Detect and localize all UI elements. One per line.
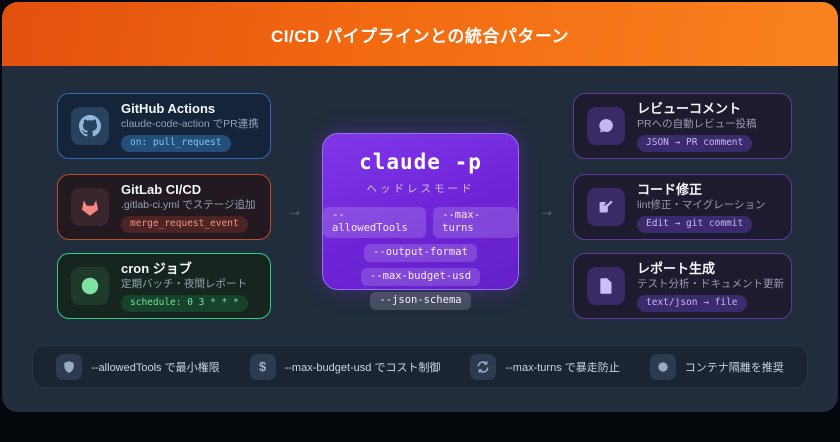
card-cron-job: cron ジョブ 定期バッチ・夜間レポート schedule: 0 3 * * … bbox=[57, 253, 271, 319]
card-github-actions: GitHub Actions claude-code-action でPR連携 … bbox=[57, 93, 271, 159]
card-badge: Edit → git commit bbox=[637, 215, 753, 233]
card-claude-headless: claude -p ヘッドレスモード --allowedTools --max-… bbox=[322, 133, 519, 310]
sync-icon bbox=[470, 353, 497, 380]
tip-text: --max-turns で暴走防止 bbox=[505, 361, 620, 374]
dollar-icon: $ bbox=[249, 353, 276, 380]
header-banner: CI/CD パイプラインとの統合パターン bbox=[2, 2, 838, 66]
flag-pill: --max-budget-usd bbox=[360, 268, 481, 286]
card-badge: schedule: 0 3 * * * bbox=[121, 294, 248, 312]
github-icon bbox=[71, 107, 109, 145]
tip-text: --max-budget-usd でコスト制御 bbox=[284, 361, 441, 374]
flag-list: --allowedTools --max-turns --output-form… bbox=[323, 207, 518, 310]
tip-container: コンテナ隔離を推奨 bbox=[649, 353, 784, 380]
card-title: GitLab CI/CD bbox=[121, 181, 202, 197]
card-subtitle: claude-code-action でPR連携 bbox=[121, 117, 259, 130]
headless-mode-label: ヘッドレスモード bbox=[366, 183, 475, 195]
card-subtitle: .gitlab-ci.yml でステージ追加 bbox=[121, 198, 256, 211]
card-subtitle: lint修正・マイグレーション bbox=[637, 198, 766, 211]
tip-max-turns: --max-turns で暴走防止 bbox=[470, 353, 620, 380]
edit-icon bbox=[587, 188, 625, 226]
clock-icon bbox=[71, 267, 109, 305]
card-subtitle: 定期バッチ・夜間レポート bbox=[121, 277, 247, 290]
tip-budget: $ --max-budget-usd でコスト制御 bbox=[249, 353, 441, 380]
gitlab-icon bbox=[71, 188, 109, 226]
card-title: GitHub Actions bbox=[121, 100, 216, 116]
page-title: CI/CD パイプラインとの統合パターン bbox=[271, 26, 569, 46]
main-panel: CI/CD パイプラインとの統合パターン GitHub Actions clau… bbox=[2, 2, 838, 412]
card-badge: on: pull_request bbox=[121, 134, 231, 152]
card-subtitle: テスト分析・ドキュメント更新 bbox=[637, 277, 784, 290]
arrow-right-icon: → bbox=[286, 201, 303, 220]
claude-command: claude -p bbox=[359, 150, 482, 174]
card-subtitle: PRへの自動レビュー投稿 bbox=[637, 117, 757, 130]
card-title: コード修正 bbox=[637, 181, 703, 197]
flag-pill: --json-schema bbox=[370, 292, 471, 310]
flag-pill: --allowedTools bbox=[323, 207, 427, 238]
flag-pill: --max-turns bbox=[433, 207, 518, 238]
tips-bar: --allowedTools で最小権限 $ --max-budget-usd … bbox=[32, 345, 808, 388]
card-gitlab-cicd: GitLab CI/CD .gitlab-ci.yml でステージ追加 merg… bbox=[57, 174, 271, 240]
card-report-generate: レポート生成 テスト分析・ドキュメント更新 text/json → file bbox=[573, 253, 792, 319]
card-badge: text/json → file bbox=[637, 294, 747, 312]
tip-text: --allowedTools で最小権限 bbox=[91, 361, 220, 374]
flag-pill: --output-format bbox=[364, 244, 477, 262]
card-title: レビューコメント bbox=[637, 100, 742, 116]
document-icon bbox=[587, 267, 625, 305]
arrow-right-icon: → bbox=[538, 201, 555, 220]
card-badge: JSON → PR comment bbox=[637, 134, 753, 152]
tip-allowed-tools: --allowedTools で最小権限 bbox=[56, 353, 220, 380]
tip-text: コンテナ隔離を推奨 bbox=[684, 361, 784, 374]
card-title: cron ジョブ bbox=[121, 260, 192, 276]
container-icon bbox=[649, 353, 676, 380]
card-title: レポート生成 bbox=[637, 260, 716, 276]
shield-icon bbox=[56, 353, 83, 380]
card-badge: merge_request_event bbox=[121, 215, 248, 233]
card-review-comment: レビューコメント PRへの自動レビュー投稿 JSON → PR comment bbox=[573, 93, 792, 159]
comment-icon bbox=[587, 107, 625, 145]
card-code-fix: コード修正 lint修正・マイグレーション Edit → git commit bbox=[573, 174, 792, 240]
